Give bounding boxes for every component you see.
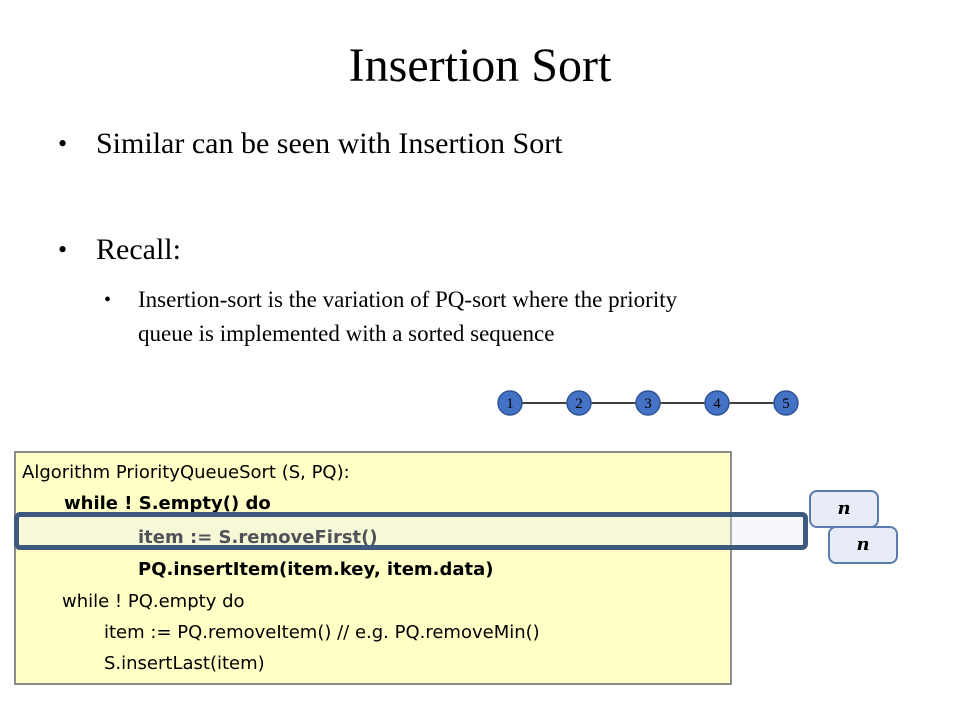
sequence-node-2: 2 xyxy=(566,390,592,416)
bullet-dot: • xyxy=(58,129,68,158)
code-outer-while: while ! S.empty() do xyxy=(64,493,271,514)
sorted-sequence-diagram: 1 2 3 4 5 xyxy=(497,390,799,416)
sequence-node-label: 2 xyxy=(575,396,583,412)
complexity-badge-outer: n xyxy=(809,490,879,528)
sub-bullet-definition: • Insertion-sort is the variation of PQ-… xyxy=(104,283,678,351)
complexity-badge-inner: n xyxy=(828,526,898,564)
sequence-node-1: 1 xyxy=(497,390,523,416)
sequence-node-5: 5 xyxy=(773,390,799,416)
sequence-node-label: 1 xyxy=(506,396,514,412)
bullet-recall: • Recall: xyxy=(58,232,181,268)
removefirst-highlight-frame xyxy=(14,512,808,550)
bullet-dot: • xyxy=(58,235,68,264)
sequence-node-label: 5 xyxy=(782,396,790,412)
code-insert-last: S.insertLast(item) xyxy=(104,653,265,674)
sub-bullet-line-1: Insertion-sort is the variation of PQ-so… xyxy=(138,287,678,312)
bullet-text: Similar can be seen with Insertion Sort xyxy=(96,127,563,160)
code-insert-item: PQ.insertItem(item.key, item.data) xyxy=(138,559,494,580)
code-remove-first: item := S.removeFirst() xyxy=(138,527,378,548)
sub-bullet-line-2: queue is implemented with a sorted seque… xyxy=(138,321,555,346)
sub-bullet-dot: • xyxy=(104,289,112,311)
bullet-similar: • Similar can be seen with Insertion Sor… xyxy=(58,126,563,162)
slide-title: Insertion Sort xyxy=(348,39,612,92)
sequence-node-3: 3 xyxy=(635,390,661,416)
algorithm-code-box xyxy=(14,451,732,685)
bullet-text: Recall: xyxy=(96,233,181,266)
sequence-node-label: 4 xyxy=(713,396,721,412)
algorithm-header: Algorithm PriorityQueueSort (S, PQ): xyxy=(22,462,350,483)
sequence-node-label: 3 xyxy=(644,396,652,412)
code-remove-item: item := PQ.removeItem() // e.g. PQ.remov… xyxy=(104,622,540,643)
sequence-node-4: 4 xyxy=(704,390,730,416)
code-second-while: while ! PQ.empty do xyxy=(62,591,245,612)
